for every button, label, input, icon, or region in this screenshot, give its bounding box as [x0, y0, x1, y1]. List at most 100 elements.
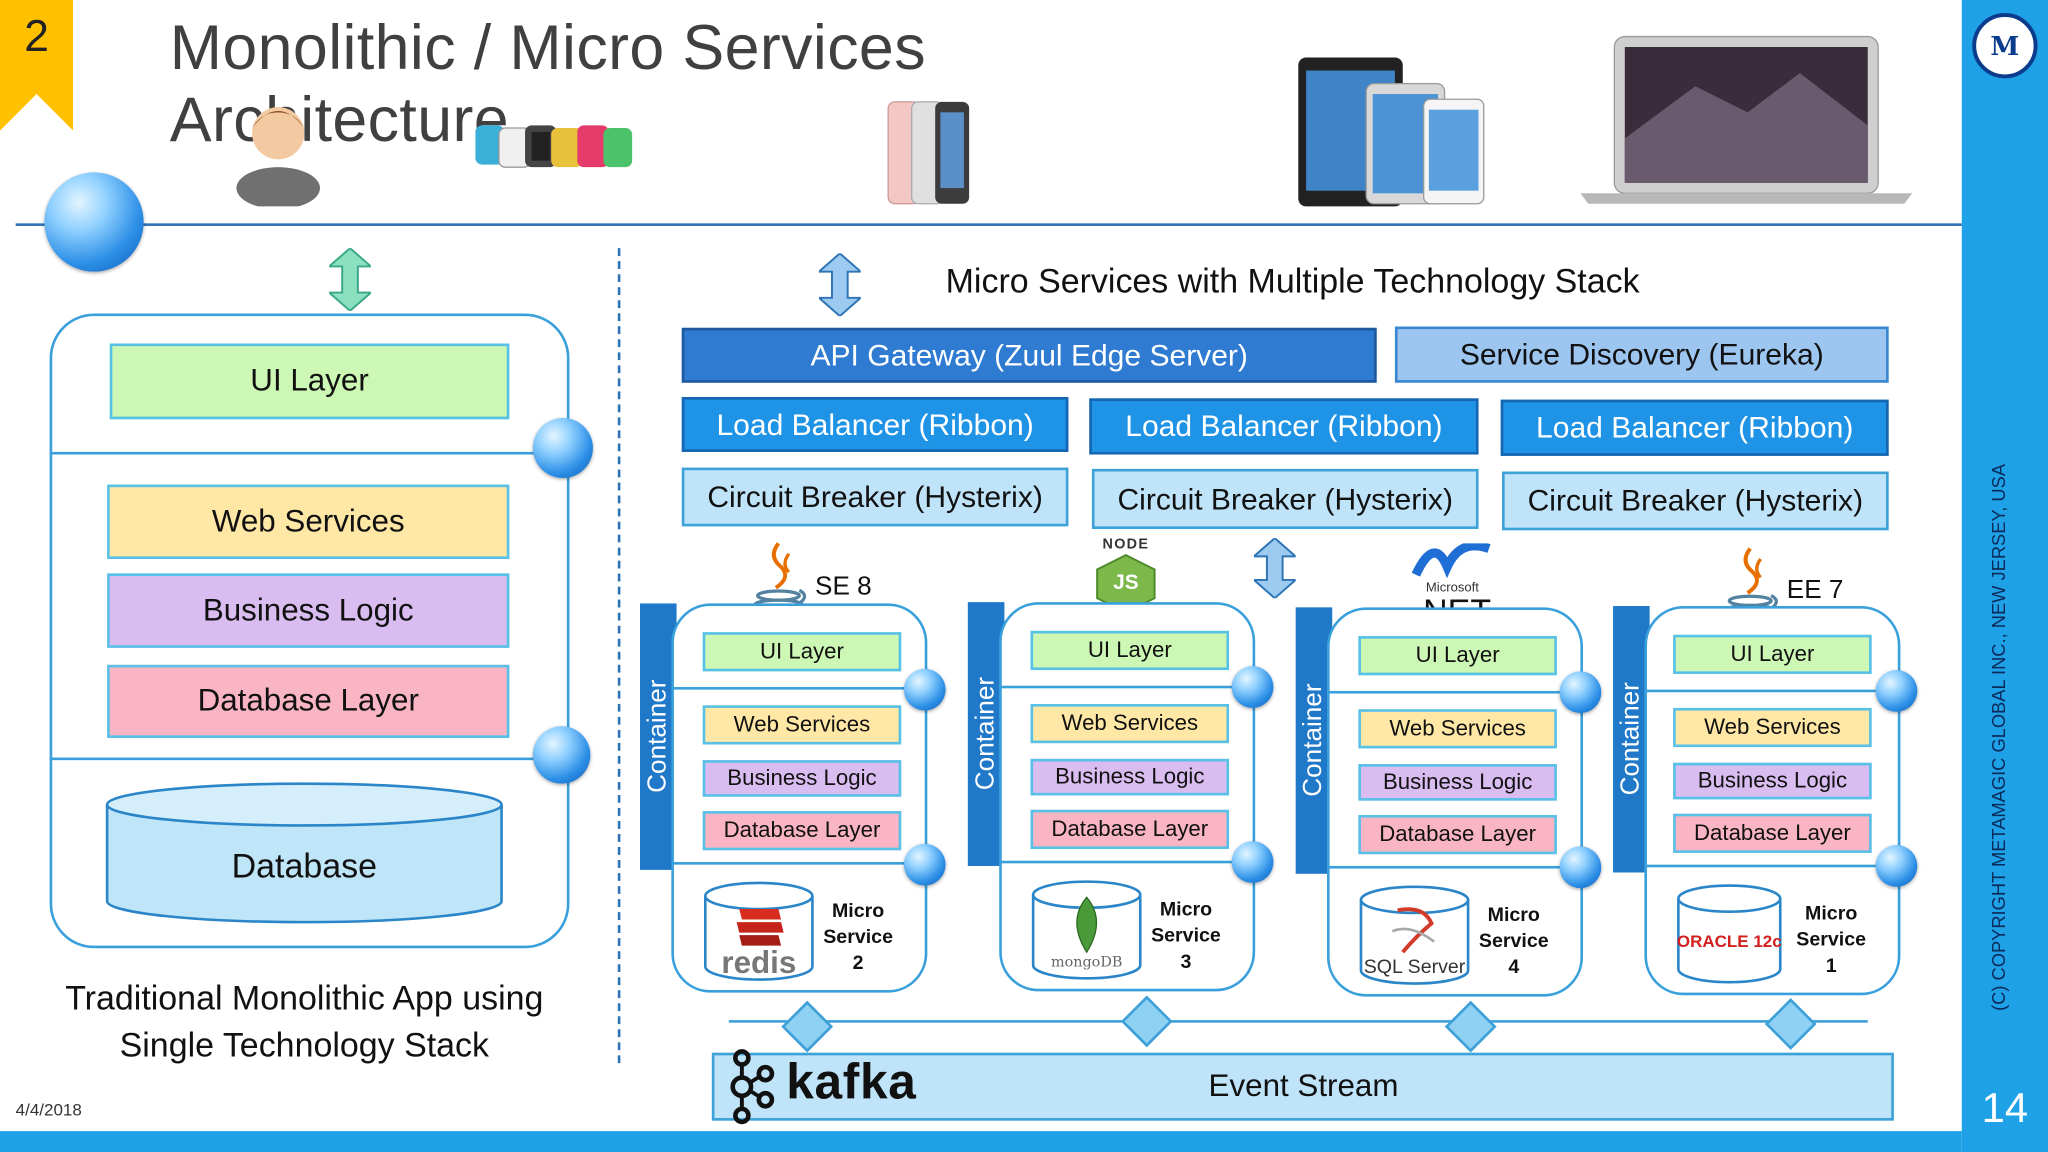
service-web-services: Web Services — [1673, 707, 1872, 748]
user-icon — [232, 94, 323, 209]
page-number: 14 — [1981, 1083, 2029, 1131]
container-tab: Container — [1613, 606, 1650, 873]
globe-icon — [44, 172, 144, 272]
service-separator — [671, 687, 928, 690]
oracle-db-icon: ORACLE 12c — [1676, 883, 1783, 987]
service-separator — [671, 862, 928, 865]
redis-db-icon: redis — [703, 880, 815, 984]
double-arrow-icon — [326, 246, 374, 313]
container-tab: Container — [1295, 607, 1333, 874]
service-separator — [1644, 689, 1901, 693]
service-block-1: Container UI Layer Web Services Business… — [639, 603, 933, 995]
header-rule — [15, 223, 1962, 226]
copyright-text: (C) COPYRIGHT METAMAGIC GLOBAL INC., NEW… — [1987, 464, 2009, 1012]
service-ui-layer: UI Layer — [1030, 630, 1230, 671]
tablets-icon — [1296, 55, 1487, 209]
circuit-breaker-2: Circuit Breaker (Hysterix) — [1091, 468, 1479, 529]
company-logo: M — [1972, 13, 2038, 79]
globe-icon — [1875, 670, 1918, 712]
section-divider — [617, 248, 621, 1064]
service-separator — [1327, 865, 1584, 869]
slide-number-badge: 2 — [0, 0, 74, 131]
double-arrow-icon — [816, 252, 864, 318]
service-database-layer: Database Layer — [1358, 815, 1557, 855]
monolith-separator-1 — [49, 451, 570, 455]
service-separator — [999, 685, 1256, 689]
service-web-services: Web Services — [1030, 703, 1230, 744]
event-stream-label: Event Stream — [1208, 1068, 1399, 1104]
monolith-database-layer: Database Layer — [107, 664, 510, 738]
service-block-3: Container UI Layer Web Services Business… — [1295, 607, 1589, 999]
smartphones-icon — [886, 99, 972, 206]
double-arrow-icon — [1251, 536, 1299, 600]
service-separator — [1644, 864, 1901, 868]
monolith-separator-2 — [49, 757, 570, 761]
api-gateway: API Gateway (Zuul Edge Server) — [681, 327, 1377, 383]
micro-heading: Micro Services with Multiple Technology … — [945, 261, 1640, 301]
service-business-logic: Business Logic — [1673, 762, 1872, 800]
date-label: 4/4/2018 — [15, 1099, 82, 1120]
globe-icon — [532, 726, 591, 784]
event-stream-bar — [711, 1052, 1894, 1121]
connector-diamond — [1764, 998, 1817, 1050]
java-ee7-label: EE 7 — [1786, 575, 1844, 605]
nodejs-logo-icon: NODE JS — [1092, 536, 1160, 614]
globe-icon — [1875, 845, 1918, 887]
monolith-caption-line-1: Traditional Monolithic App using — [65, 977, 544, 1017]
right-sidebar: M (C) COPYRIGHT METAMAGIC GLOBAL INC., N… — [1961, 0, 2048, 1152]
service-web-services: Web Services — [1358, 709, 1557, 749]
globe-icon — [1231, 841, 1274, 883]
micro-service-label: Micro Service 2 — [823, 899, 893, 975]
kafka-wordmark: kafka — [786, 1055, 917, 1111]
page-title: Monolithic / Micro Services Architecture — [169, 14, 926, 156]
service-business-logic: Business Logic — [1358, 764, 1557, 801]
connector-diamond — [1444, 1000, 1497, 1053]
service-ui-layer: UI Layer — [1673, 634, 1872, 674]
monolith-web-services: Web Services — [107, 484, 510, 560]
service-ui-layer: UI Layer — [702, 632, 902, 672]
monolith-database-label: Database — [231, 845, 378, 885]
container-tab: Container — [639, 603, 677, 870]
globe-icon — [903, 668, 946, 711]
service-block-2: Container UI Layer Web Services Business… — [967, 602, 1261, 994]
service-business-logic: Business Logic — [1030, 758, 1230, 796]
mongodb-db-icon: mongoDB — [1031, 879, 1143, 983]
service-ui-layer: UI Layer — [1358, 636, 1557, 676]
smartwatches-icon — [470, 112, 640, 180]
monolith-database-cylinder: Database — [104, 781, 504, 925]
micro-service-label: Micro Service 1 — [1796, 902, 1867, 977]
load-balancer-1: Load Balancer (Ribbon) — [681, 397, 1069, 452]
circuit-breaker-1: Circuit Breaker (Hysterix) — [681, 467, 1069, 527]
micro-service-label: Micro Service 3 — [1151, 898, 1221, 974]
globe-icon — [1559, 846, 1602, 889]
sqlserver-db-icon: SQL Server — [1358, 884, 1470, 988]
connector-diamond — [1120, 995, 1173, 1048]
service-separator — [999, 860, 1256, 864]
service-block-4: Container UI Layer Web Services Business… — [1613, 606, 1906, 998]
load-balancer-2: Load Balancer (Ribbon) — [1089, 398, 1479, 455]
bottom-band — [0, 1131, 1962, 1152]
connector-diamond — [781, 1000, 834, 1053]
load-balancer-3: Load Balancer (Ribbon) — [1500, 399, 1889, 456]
service-database-layer: Database Layer — [1030, 809, 1230, 849]
monolith-ui-layer: UI Layer — [109, 343, 510, 420]
service-business-logic: Business Logic — [702, 760, 902, 797]
micro-service-label: Micro Service 4 — [1478, 903, 1549, 979]
java-se8-label: SE 8 — [815, 572, 872, 601]
service-database-layer: Database Layer — [702, 811, 902, 851]
event-bus-line — [728, 1020, 1868, 1023]
circuit-breaker-3: Circuit Breaker (Hysterix) — [1502, 471, 1889, 531]
kafka-logo-icon — [724, 1048, 776, 1126]
globe-icon — [1559, 671, 1602, 714]
service-discovery: Service Discovery (Eureka) — [1394, 326, 1889, 383]
globe-icon — [903, 843, 946, 886]
service-web-services: Web Services — [702, 705, 902, 745]
globe-icon — [532, 417, 593, 479]
container-tab: Container — [967, 602, 1005, 866]
service-separator — [1327, 690, 1584, 694]
service-database-layer: Database Layer — [1673, 813, 1872, 853]
globe-icon — [1231, 666, 1274, 708]
monolith-caption-line-2: Single Technology Stack — [119, 1024, 490, 1064]
laptop-icon — [1578, 34, 1915, 206]
